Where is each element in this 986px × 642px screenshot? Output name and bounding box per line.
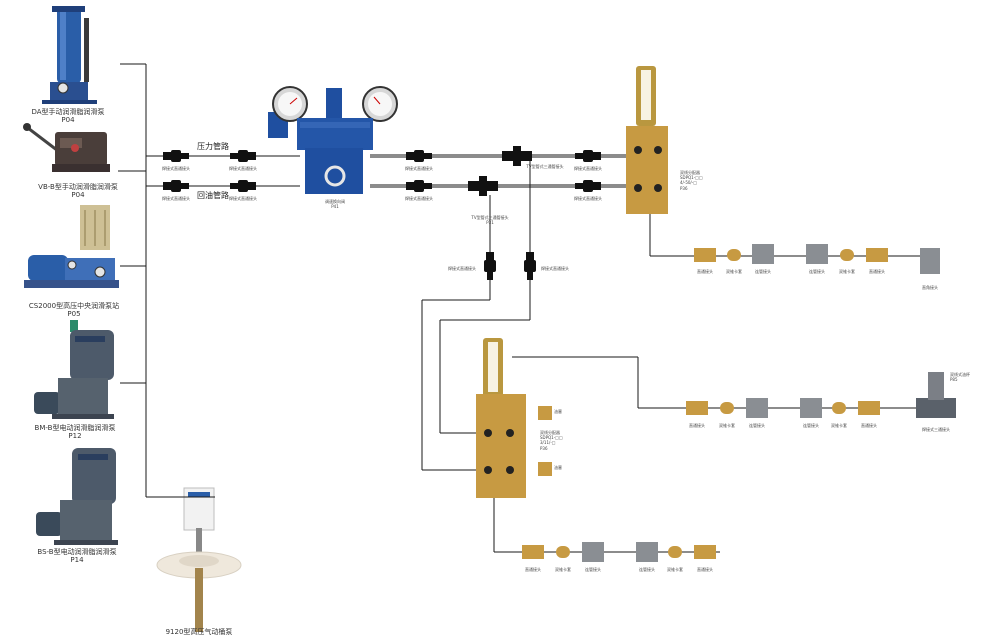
fitting-label: 双锥卡套 <box>555 567 571 572</box>
plug-label: 油塞 <box>554 465 562 470</box>
fitting-label: 连管接头 <box>585 567 601 572</box>
reversing-valve-image <box>268 86 398 194</box>
fitting-label: 直通接头 <box>697 567 713 572</box>
fitting-label: 焊接式直通接头 <box>229 196 257 201</box>
fitting-label: 双锥卡套 <box>726 269 742 274</box>
fitting-label: 焊接式直通接头 <box>162 196 190 201</box>
top-distributor-image <box>626 66 668 214</box>
pneumatic-drum-pump-image <box>156 487 242 632</box>
fitting-label: 连管接头 <box>803 423 819 428</box>
top-branch-fittings <box>694 244 940 274</box>
pump-9120-label: 9120型高压气动桶泵 <box>165 628 233 636</box>
fitting-label: 焊接式直通接头 <box>162 166 190 171</box>
fitting-label: 直通接头 <box>869 269 885 274</box>
vb-pump-image <box>23 123 110 172</box>
cs2000-pump-image <box>24 205 119 288</box>
pressure-line-label: 压力管路 <box>197 142 229 151</box>
fitting-label: 连管接头 <box>755 269 771 274</box>
fitting-label: 直角接头 <box>922 285 938 290</box>
fitting-label: 直通接头 <box>525 567 541 572</box>
fitting-label: 直通接头 <box>689 423 705 428</box>
fitting-label: 双锥卡套 <box>667 567 683 572</box>
supply-couplers <box>406 146 601 280</box>
tee-label: TV型管式三通管接头 <box>526 164 564 169</box>
fitting-label: 直通接头 <box>861 423 877 428</box>
left-couplers <box>163 150 256 192</box>
bs-pump-image <box>36 448 118 545</box>
fitting-label: 连管接头 <box>639 567 655 572</box>
da-pump-image <box>42 6 97 104</box>
fitting-label: 焊接式直通接头 <box>405 196 433 201</box>
return-line-label: 回油管路 <box>197 191 229 200</box>
fitting-label: 焊接式三通接头 <box>922 427 950 432</box>
bm-pump-image <box>34 320 114 419</box>
bottom-branch-lines <box>493 356 920 553</box>
fitting-label: 连管接头 <box>809 269 825 274</box>
fitting-label: 焊接式直通接头 <box>448 266 476 271</box>
fitting-label: 焊接式直通接头 <box>229 166 257 171</box>
fitting-label: 双锥卡套 <box>831 423 847 428</box>
fitting-label: 双锥卡套 <box>719 423 735 428</box>
fitting-label: 直通接头 <box>697 269 713 274</box>
fitting-label: 焊接式直通接头 <box>574 166 602 171</box>
fitting-label: 焊接式直通接头 <box>405 166 433 171</box>
fitting-label: 连管接头 <box>749 423 765 428</box>
fitting-label: 焊接式直通接头 <box>574 196 602 201</box>
fitting-label: 焊接式直通接头 <box>541 266 569 271</box>
plug-label: 油塞 <box>554 409 562 414</box>
bottom-distributor-image <box>476 338 552 498</box>
bottom-branch-fittings <box>522 372 956 562</box>
fitting-label: 双锥卡套 <box>839 269 855 274</box>
